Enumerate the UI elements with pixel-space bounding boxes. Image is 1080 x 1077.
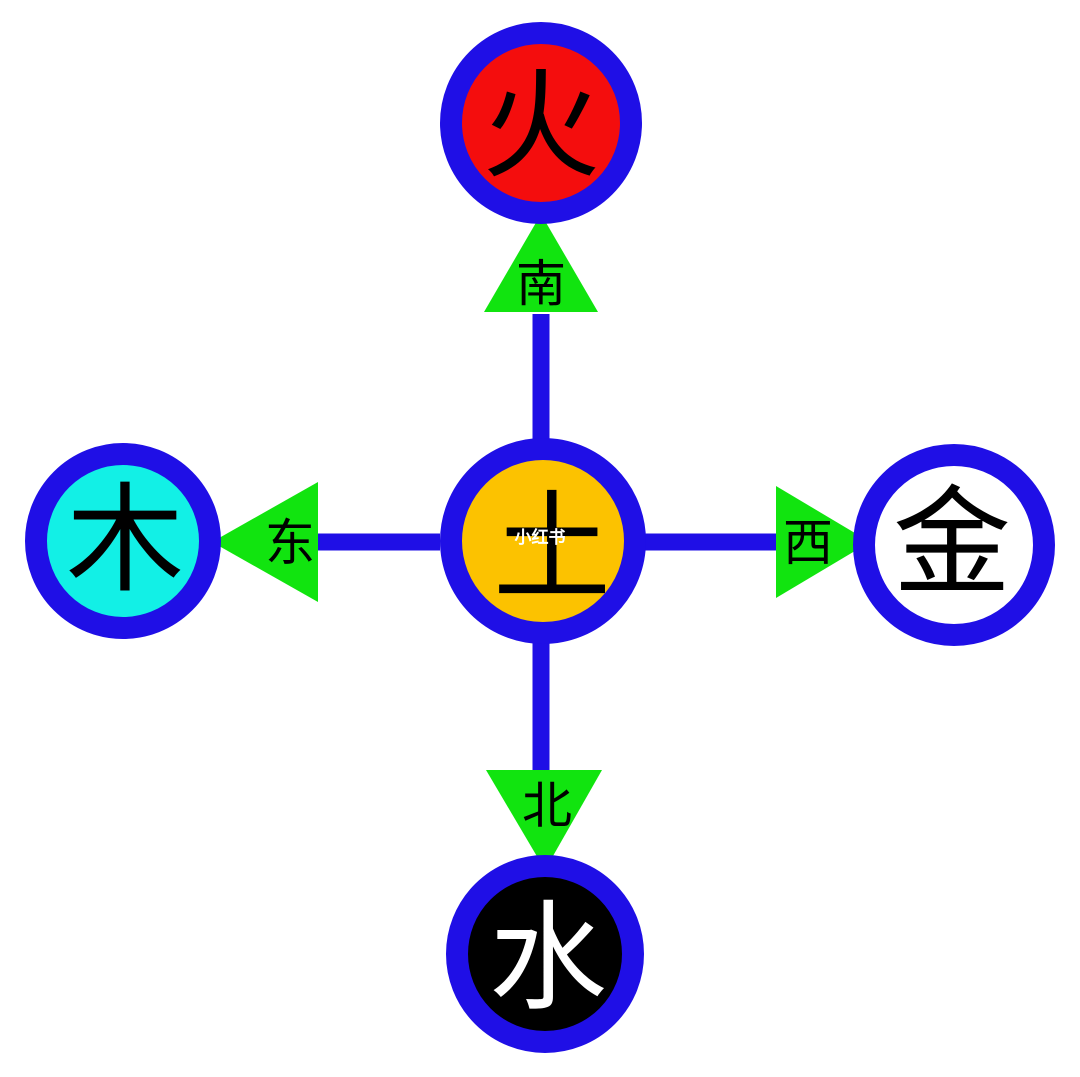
arrow-east <box>776 486 870 598</box>
arrow-north <box>484 214 598 312</box>
node-earth: 土 小红书 <box>440 438 646 644</box>
node-circle-fire <box>440 22 642 224</box>
node-water: 水 <box>446 855 644 1053</box>
node-label-fire: 火 <box>482 57 600 195</box>
node-circle-earth <box>440 438 646 644</box>
node-metal: 金 <box>853 444 1055 646</box>
node-circle-wood <box>25 443 221 639</box>
node-label-water: 水 <box>489 889 607 1027</box>
arrow-south <box>486 770 602 870</box>
node-wood: 木 <box>25 443 221 639</box>
arrow-west <box>212 482 318 602</box>
direction-label-east: 西 <box>783 514 833 572</box>
direction-label-north: 南 <box>516 255 566 313</box>
node-label-earth: 土 <box>493 479 611 617</box>
node-circle-water <box>446 855 644 1053</box>
direction-label-south: 北 <box>522 777 572 835</box>
node-label-metal: 金 <box>893 474 1011 612</box>
node-fire: 火 <box>440 22 642 224</box>
node-label-wood: 木 <box>66 471 184 609</box>
watermark-text: 小红书 <box>515 527 566 548</box>
direction-label-west: 东 <box>265 514 315 572</box>
node-circle-metal <box>853 444 1055 646</box>
